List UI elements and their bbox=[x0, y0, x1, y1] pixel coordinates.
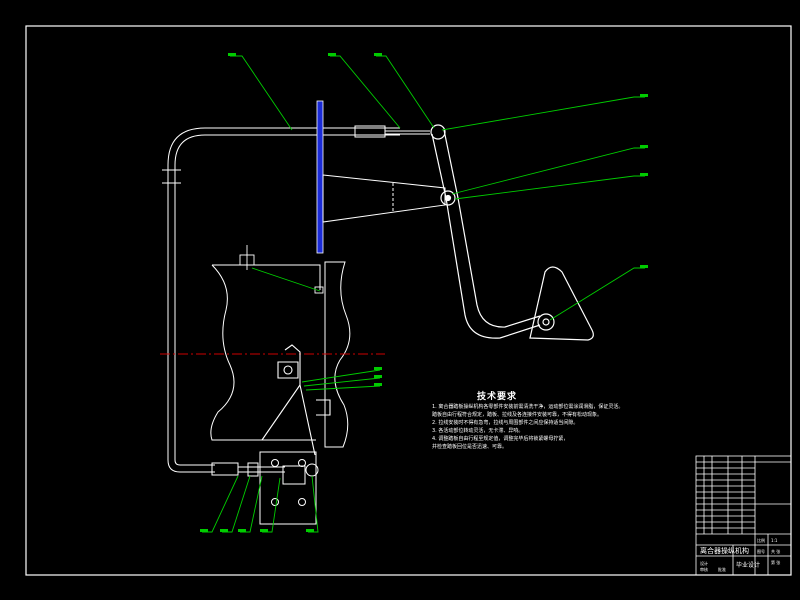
tech-req-title: 技术要求 bbox=[477, 392, 518, 402]
drawing-frame bbox=[25, 25, 792, 576]
title-block bbox=[695, 455, 792, 576]
cable-lower-end bbox=[211, 462, 285, 477]
lower-mount-plate bbox=[259, 451, 319, 525]
tech-req-line: 踏板自由行程符合规定，踏板、拉线及各连接件安装可靠，不得有松动现象。 bbox=[432, 412, 603, 418]
title-block-cell: 共 张 bbox=[771, 548, 780, 554]
title-block-cell: 审核 bbox=[700, 566, 708, 572]
pedal-bracket bbox=[322, 174, 446, 223]
title-block-cell: 第 张 bbox=[771, 559, 780, 565]
title-block-cell: 设计 bbox=[700, 560, 708, 566]
title-block-cell: 1:1 bbox=[771, 538, 778, 543]
clutch-cable bbox=[162, 127, 400, 473]
panel-bolt-left bbox=[239, 245, 255, 270]
tech-req-line: 2. 拉线安装时不得有急弯，拉线与周围部件之间应保持适当间隙。 bbox=[432, 420, 579, 426]
tech-req-line: 并检查踏板回位是否迅速、可靠。 bbox=[432, 444, 508, 450]
leader-lines bbox=[202, 55, 645, 533]
tech-req-line: 4. 调整踏板自由行程至规定值，调整完毕后将锁紧螺母拧紧， bbox=[432, 436, 569, 442]
title-block-design: 毕业设计 bbox=[736, 561, 760, 569]
title-block-cell: 图号 bbox=[757, 548, 765, 554]
title-block-cell: 比例 bbox=[757, 537, 765, 543]
leader-ticks bbox=[200, 53, 648, 532]
panel-bolt-mid bbox=[314, 286, 324, 294]
title-block-cell: 批准 bbox=[718, 566, 726, 572]
tech-req-line: 1. 离合器踏板操纵机构各零部件安装前需清洗干净，运动部位需涂润滑脂，保证灵活。 bbox=[432, 404, 624, 410]
release-linkage bbox=[261, 344, 331, 456]
title-block-name: 离合器操纵机构 bbox=[700, 546, 749, 555]
firewall-plate bbox=[316, 100, 324, 254]
pedal-pad bbox=[529, 266, 594, 341]
cable-upper-end bbox=[354, 125, 430, 138]
clutch-pedal-arm bbox=[430, 124, 541, 339]
tech-req-line: 3. 各活动部位转动灵活，无卡滞、异响。 bbox=[432, 428, 524, 434]
title-block-text: 离合器操纵机构 毕业设计 比例 1:1 图号 共 张 第 张 设计 审核 批准 bbox=[700, 537, 780, 572]
